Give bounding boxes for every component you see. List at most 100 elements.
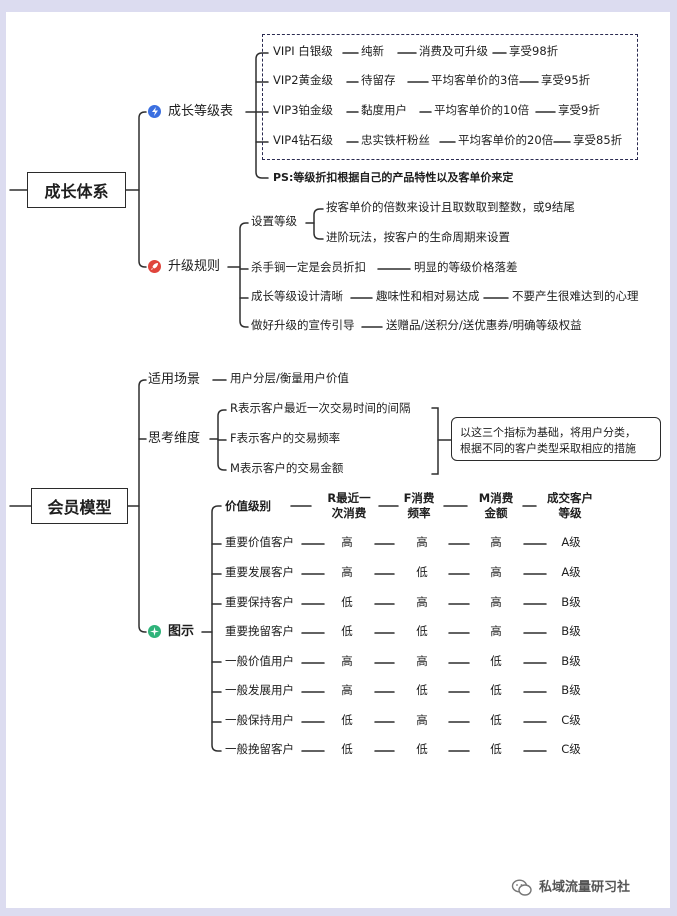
- levels-title: 成长等级表: [168, 104, 234, 119]
- table-row-name: 一般挽留客户: [225, 742, 294, 756]
- table-cell-m: 低: [490, 713, 502, 727]
- table-cell-grade: B级: [561, 683, 581, 697]
- table-row-name: 一般发展用户: [225, 683, 294, 697]
- table-cell-r: 高: [341, 683, 353, 697]
- table-header-r: R最近一 次消费: [327, 491, 370, 521]
- vip-user-type: 黏度用户: [361, 103, 407, 117]
- table-cell-m: 低: [490, 683, 502, 697]
- table-cell-f: 低: [416, 683, 428, 697]
- dims-note: 以这三个指标为基础，将用户分类， 根据不同的客户类型采取相应的措施: [451, 417, 661, 461]
- lightning-icon: [148, 105, 161, 118]
- rule-clear-design: 成长等级设计清晰: [251, 289, 343, 303]
- table-header-m-line: 金额: [484, 506, 508, 520]
- rule-set-level-item: 按客单价的倍数来设计且取数取到整数，或9结尾: [326, 200, 575, 214]
- table-cell-r: 高: [341, 654, 353, 668]
- table-header-f: F消费 频率: [404, 491, 435, 521]
- table-cell-r: 高: [341, 535, 353, 549]
- table-cell-f: 低: [416, 565, 428, 579]
- table-cell-m: 高: [490, 595, 502, 609]
- table-cell-r: 低: [341, 624, 353, 638]
- table-header-m: M消费 金额: [479, 491, 513, 521]
- table-cell-r: 低: [341, 742, 353, 756]
- table-cell-grade: B级: [561, 624, 581, 638]
- table-row-name: 重要保持客户: [225, 595, 294, 609]
- vip-level-name: VIPI 白银级: [273, 44, 333, 58]
- table-row-name: 一般价值用户: [225, 654, 294, 668]
- table-cell-grade: B级: [561, 654, 581, 668]
- set-level-branch: [313, 208, 324, 240]
- table-cell-r: 低: [341, 713, 353, 727]
- member-root-node[interactable]: 会员模型: [31, 488, 128, 524]
- table-header-r-line: R最近一: [327, 491, 371, 505]
- table-cell-m: 高: [490, 624, 502, 638]
- vip-user-type: 待留存: [361, 73, 396, 87]
- table-header-r-line: 次消费: [331, 506, 367, 520]
- table-header-grade: 成交客户 等级: [547, 491, 593, 521]
- vip-threshold: 平均客单价的10倍: [434, 103, 530, 117]
- vip-discount: 享受85折: [573, 133, 623, 147]
- vip-discount: 享受95折: [541, 73, 591, 87]
- table-row-name: 重要价值客户: [225, 535, 294, 549]
- rules-title: 升级规则: [168, 259, 221, 274]
- table-header-f-line: 频率: [407, 506, 431, 520]
- table-header-grade-line: 等级: [558, 506, 582, 520]
- table-cell-f: 高: [416, 713, 428, 727]
- table-cell-m: 高: [490, 535, 502, 549]
- table-header-m-line: M消费: [478, 491, 514, 505]
- table-cell-grade: A级: [561, 565, 581, 579]
- table-cell-f: 低: [416, 742, 428, 756]
- vip-user-type: 忠实铁杆粉丝: [361, 133, 430, 147]
- table-cell-grade: B级: [561, 595, 581, 609]
- growth-branch: [138, 111, 147, 268]
- dims-label: 思考维度: [148, 431, 201, 446]
- rule-discount: 杀手锏一定是会员折扣: [251, 260, 366, 274]
- rule-clear-design-detail: 趣味性和相对易达成: [376, 289, 480, 303]
- dims-note-line: 根据不同的客户类型采取相应的措施: [460, 442, 636, 455]
- vip-discount: 享受98折: [509, 44, 559, 58]
- growth-root-node[interactable]: 成长体系: [27, 172, 126, 208]
- rules-branch: [239, 222, 249, 328]
- chart-label: 图示: [168, 624, 195, 639]
- table-row-name: 一般保持用户: [225, 713, 294, 727]
- rule-set-level-item: 进阶玩法，按客户的生命周期来设置: [326, 230, 510, 244]
- rule-clear-design-detail: 不要产生很难达到的心理: [512, 289, 639, 303]
- vip-levels-frame: [262, 34, 638, 160]
- vip-threshold: 平均客单价的20倍: [458, 133, 554, 147]
- table-cell-grade: C级: [561, 742, 581, 756]
- table-header-f-line: F消费: [403, 491, 435, 505]
- scene-label: 适用场景: [148, 372, 201, 387]
- mindmap-canvas: 成长体系 成长等级表 VIPI 白银级 纯新 消费及可升级 享受98折 VIP2…: [6, 12, 670, 908]
- table-cell-m: 低: [490, 742, 502, 756]
- table-branch: [211, 505, 222, 752]
- table-cell-r: 低: [341, 595, 353, 609]
- dims-close-bracket: [431, 407, 439, 475]
- ps-note: PS:等级折扣根据自己的产品特性以及客单价来定: [273, 171, 514, 184]
- rule-set-level: 设置等级: [251, 214, 297, 228]
- scene-value: 用户分层/衡量用户价值: [230, 371, 349, 385]
- table-cell-m: 低: [490, 654, 502, 668]
- table-cell-f: 高: [416, 535, 428, 549]
- table-cell-f: 低: [416, 624, 428, 638]
- rocket-icon: [148, 260, 161, 273]
- watermark-text: 私域流量研习社: [539, 880, 631, 895]
- rule-promotion-detail: 送赠品/送积分/送优惠券/明确等级权益: [386, 318, 582, 332]
- dim-item: R表示客户最近一次交易时间的间隔: [230, 401, 411, 415]
- sparkle-icon: [148, 625, 161, 638]
- dims-note-line: 以这三个指标为基础，将用户分类，: [460, 426, 636, 439]
- table-cell-r: 高: [341, 565, 353, 579]
- member-branch: [138, 379, 147, 633]
- dim-item: F表示客户的交易频率: [230, 431, 341, 445]
- connector-lines: [9, 52, 571, 752]
- table-cell-f: 高: [416, 654, 428, 668]
- vip-user-type: 纯新: [361, 44, 384, 58]
- table-row-name: 重要发展客户: [225, 565, 294, 579]
- vip-threshold: 平均客单价的3倍: [431, 73, 519, 87]
- table-row-name: 重要挽留客户: [225, 624, 294, 638]
- table-header-level: 价值级别: [225, 499, 271, 513]
- growth-root-label: 成长体系: [44, 182, 109, 201]
- table-header-grade-line: 成交客户: [547, 491, 593, 505]
- table-cell-grade: A级: [561, 535, 581, 549]
- table-cell-m: 高: [490, 565, 502, 579]
- vip-level-name: VIP2黄金级: [273, 73, 334, 87]
